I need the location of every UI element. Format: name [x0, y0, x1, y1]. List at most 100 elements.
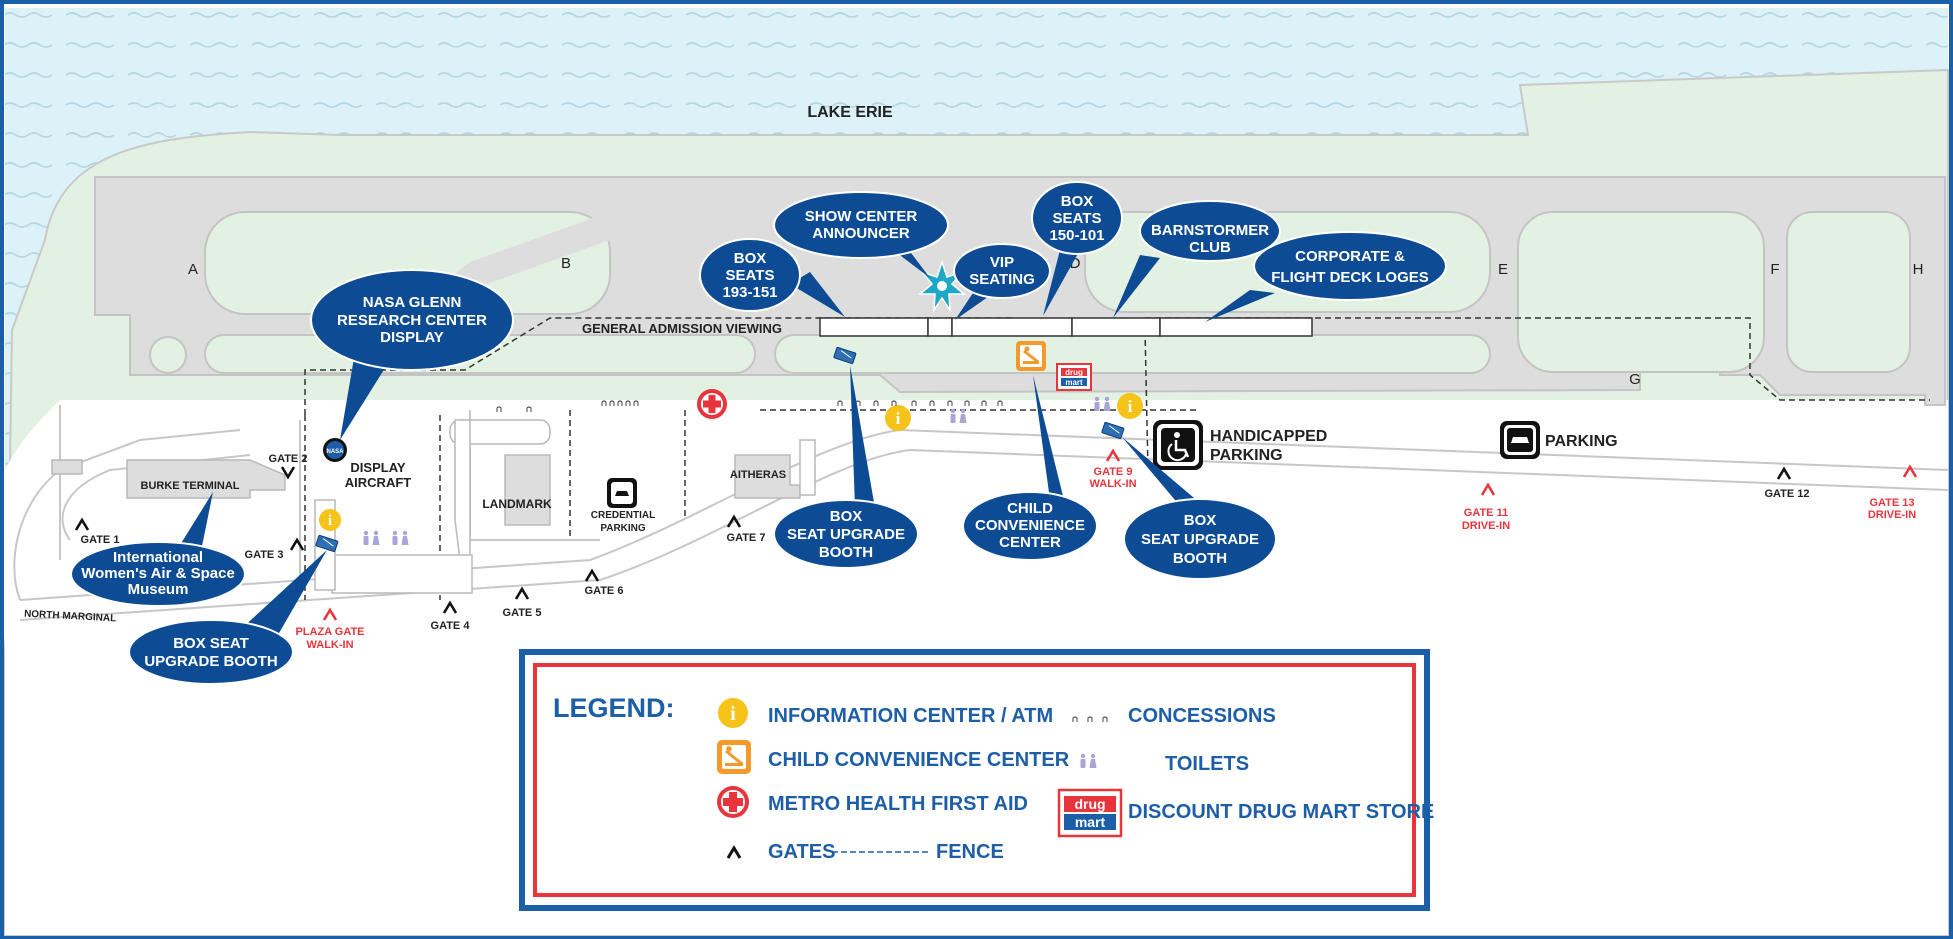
parking-label: PARKING	[1545, 433, 1618, 450]
child-convenience-icon	[1016, 341, 1046, 371]
car-icon	[1500, 421, 1540, 459]
svg-text:FLIGHT DECK LOGES: FLIGHT DECK LOGES	[1271, 269, 1429, 286]
svg-text:DRIVE-IN: DRIVE-IN	[1462, 520, 1510, 532]
svg-text:SEATS: SEATS	[726, 267, 775, 284]
gate-9: GATE 9 WALK-IN	[1089, 449, 1137, 490]
svg-text:GATE 6: GATE 6	[585, 585, 624, 597]
runway-label-g: G	[1629, 371, 1641, 388]
runway-label-b: B	[561, 255, 571, 272]
svg-text:GATE 4: GATE 4	[431, 620, 471, 632]
legend-toilets-label: TOILETS	[1165, 753, 1249, 775]
info-icon: i	[885, 405, 911, 431]
barnstormer-callout: BARNSTORMER CLUB	[1113, 200, 1281, 318]
svg-text:CONVENIENCE: CONVENIENCE	[975, 517, 1085, 534]
svg-text:CENTER: CENTER	[999, 534, 1061, 551]
svg-text:BOOTH: BOOTH	[1173, 550, 1227, 567]
legend-first-aid-icon	[717, 786, 749, 818]
svg-text:CORPORATE &: CORPORATE &	[1295, 248, 1405, 265]
svg-text:drug: drug	[1074, 796, 1105, 812]
gate-3: GATE 3	[245, 538, 305, 561]
gate-5: GATE 5	[503, 587, 541, 619]
general-admission-label: GENERAL ADMISSION VIEWING	[582, 321, 782, 336]
fence-lines	[304, 317, 1930, 600]
runway-label-a: A	[188, 261, 198, 278]
box-seat-upgrade-callout-right: BOX SEAT UPGRADE BOOTH	[1122, 437, 1277, 580]
museum-callout: International Women's Air & Space Museum	[70, 492, 246, 607]
svg-text:Museum: Museum	[128, 581, 189, 598]
gate-12: GATE 12	[1764, 467, 1810, 500]
child-center-callout: CHILD CONVENIENCE CENTER	[962, 375, 1098, 561]
svg-text:BOOTH: BOOTH	[819, 544, 873, 561]
grandstands	[819, 317, 1313, 337]
svg-text:BOX: BOX	[734, 250, 767, 267]
svg-text:mart: mart	[1065, 378, 1083, 387]
runway-label-d: D	[1070, 255, 1081, 272]
svg-text:DRIVE-IN: DRIVE-IN	[1868, 509, 1916, 521]
svg-text:GATE 13: GATE 13	[1869, 497, 1914, 509]
svg-text:RESEARCH CENTER: RESEARCH CENTER	[337, 312, 487, 329]
svg-text:Women's Air & Space: Women's Air & Space	[81, 565, 235, 582]
legend-concessions-label: CONCESSIONS	[1128, 705, 1276, 727]
svg-text:WALK-IN: WALK-IN	[306, 639, 353, 651]
svg-text:BOX: BOX	[1184, 512, 1217, 529]
legend-first-aid-label: METRO HEALTH FIRST AID	[768, 793, 1028, 815]
legend-box: LEGEND: i INFORMATION CENTER / ATM CHILD…	[519, 649, 1434, 911]
drugmart-icon: drug mart	[1056, 363, 1092, 391]
svg-text:CLUB: CLUB	[1189, 239, 1231, 256]
credential-parking-label-2: PARKING	[600, 523, 646, 534]
svg-text:GATE 11: GATE 11	[1464, 507, 1508, 519]
display-aircraft-label-2: AIRCRAFT	[345, 475, 411, 490]
svg-text:BARNSTORMER: BARNSTORMER	[1151, 222, 1269, 239]
svg-text:BOX SEAT: BOX SEAT	[173, 635, 249, 652]
svg-text:UPGRADE BOOTH: UPGRADE BOOTH	[144, 653, 277, 670]
gate-13: GATE 13 DRIVE-IN	[1868, 465, 1918, 521]
box-seats-150-callout: BOX SEATS 150-101	[1031, 181, 1123, 316]
wheelchair-icon	[1153, 420, 1203, 470]
svg-text:GATE 7: GATE 7	[727, 532, 766, 544]
svg-text:SHOW CENTER: SHOW CENTER	[805, 208, 918, 225]
svg-text:i: i	[730, 703, 736, 725]
svg-text:drug: drug	[1065, 368, 1083, 377]
box-seats-193-callout: BOX SEATS 193-151	[699, 238, 845, 317]
svg-text:WALK-IN: WALK-IN	[1089, 478, 1136, 490]
vip-callout: VIP SEATING	[953, 243, 1051, 320]
legend-gate-icon	[726, 845, 742, 859]
gate-7: GATE 7	[727, 515, 766, 544]
svg-text:NASA: NASA	[326, 449, 344, 455]
svg-text:GATE 1: GATE 1	[81, 534, 120, 546]
lake-erie-label: LAKE ERIE	[807, 104, 893, 121]
svg-text:GATE 3: GATE 3	[245, 549, 284, 561]
burke-terminal-label: BURKE TERMINAL	[141, 480, 240, 492]
legend-info-label: INFORMATION CENTER / ATM	[768, 705, 1053, 727]
svg-text:DISPLAY: DISPLAY	[380, 329, 444, 346]
nasa-callout: NASA GLENN RESEARCH CENTER DISPLAY	[310, 269, 514, 440]
aitheras-label: AITHERAS	[730, 469, 786, 481]
show-center-callout: SHOW CENTER ANNOUNCER	[773, 191, 949, 278]
north-marginal-label: NORTH MARGINAL	[24, 609, 117, 625]
gate-11: GATE 11 DRIVE-IN	[1462, 483, 1510, 532]
first-aid-icon	[697, 389, 727, 419]
plaza-gate: PLAZA GATE WALK-IN	[295, 608, 365, 651]
legend-drugmart-icon: drug mart	[1057, 788, 1123, 838]
svg-text:GATE 9: GATE 9	[1094, 466, 1133, 478]
display-aircraft-label-1: DISPLAY	[350, 460, 405, 475]
legend-child-label: CHILD CONVENIENCE CENTER	[768, 749, 1070, 771]
svg-text:i: i	[328, 513, 332, 529]
legend-gates-label: GATES	[768, 841, 835, 863]
svg-text:i: i	[896, 409, 901, 428]
handicapped-parking-label-1: HANDICAPPED	[1210, 428, 1327, 445]
svg-text:GATE 12: GATE 12	[1764, 488, 1809, 500]
svg-text:PLAZA GATE: PLAZA GATE	[295, 626, 364, 638]
legend-drugmart-label: DISCOUNT DRUG MART STORE	[1128, 801, 1434, 823]
runway-label-f: F	[1770, 261, 1779, 278]
svg-text:BOX: BOX	[1061, 193, 1094, 210]
gate-4: GATE 4	[431, 601, 471, 632]
svg-text:SEATING: SEATING	[969, 271, 1035, 288]
info-icon: i	[1117, 393, 1143, 419]
svg-text:VIP: VIP	[990, 254, 1014, 271]
landmark-label: LANDMARK	[482, 497, 552, 511]
svg-text:International: International	[113, 549, 203, 566]
svg-text:i: i	[1128, 397, 1133, 416]
legend-title: LEGEND:	[553, 693, 675, 723]
